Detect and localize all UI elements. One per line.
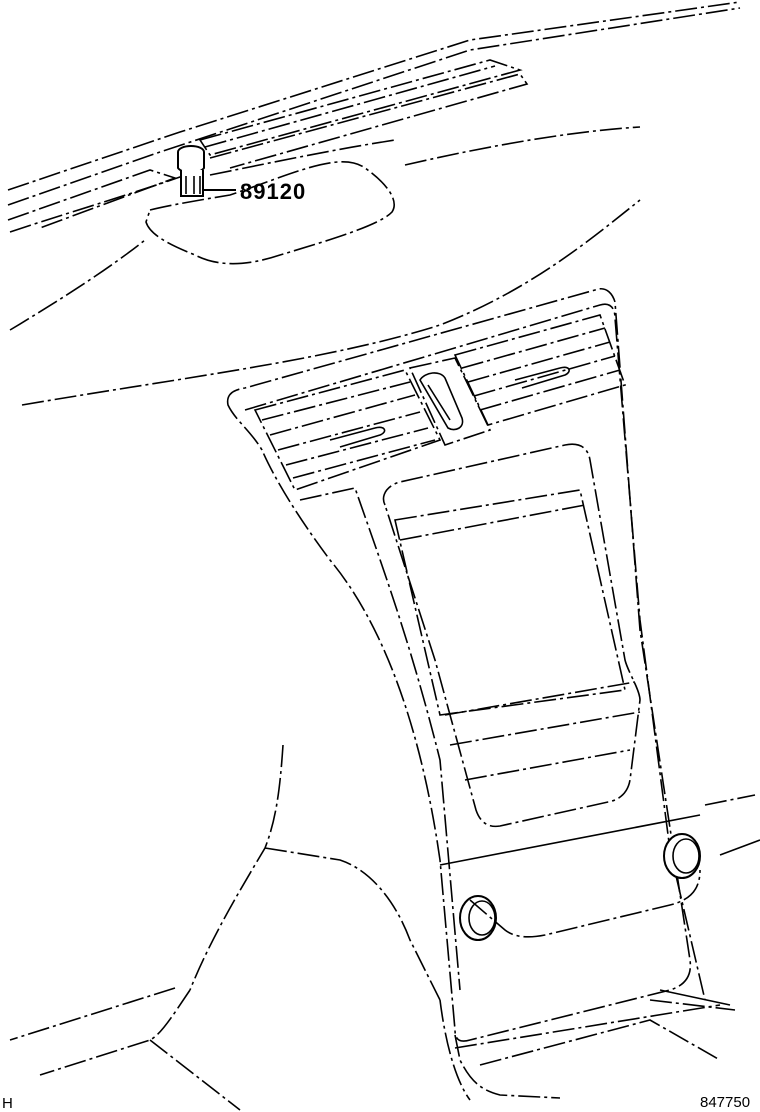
sensor-cover-panel	[145, 161, 395, 265]
dash-surface-lines	[9, 126, 641, 406]
dash-top-edge	[7, 1, 741, 206]
defroster-vent	[7, 59, 529, 229]
right-dash-lines	[704, 794, 760, 856]
part-89120-sensor	[177, 145, 205, 197]
center-display-panel	[382, 443, 641, 828]
knob-panel-outline	[469, 869, 701, 938]
right-air-vent	[453, 314, 627, 426]
left-knob	[459, 895, 497, 941]
illustration-id: 847750	[700, 1094, 750, 1111]
corner-mark: H	[2, 1095, 13, 1112]
center-console-bezel	[226, 287, 736, 1099]
left-air-vent	[253, 369, 442, 491]
part-89120-label: 89120	[240, 179, 306, 204]
center-vent-knob	[408, 357, 492, 446]
right-knob	[663, 833, 701, 879]
steering-column-outline	[9, 744, 471, 1111]
